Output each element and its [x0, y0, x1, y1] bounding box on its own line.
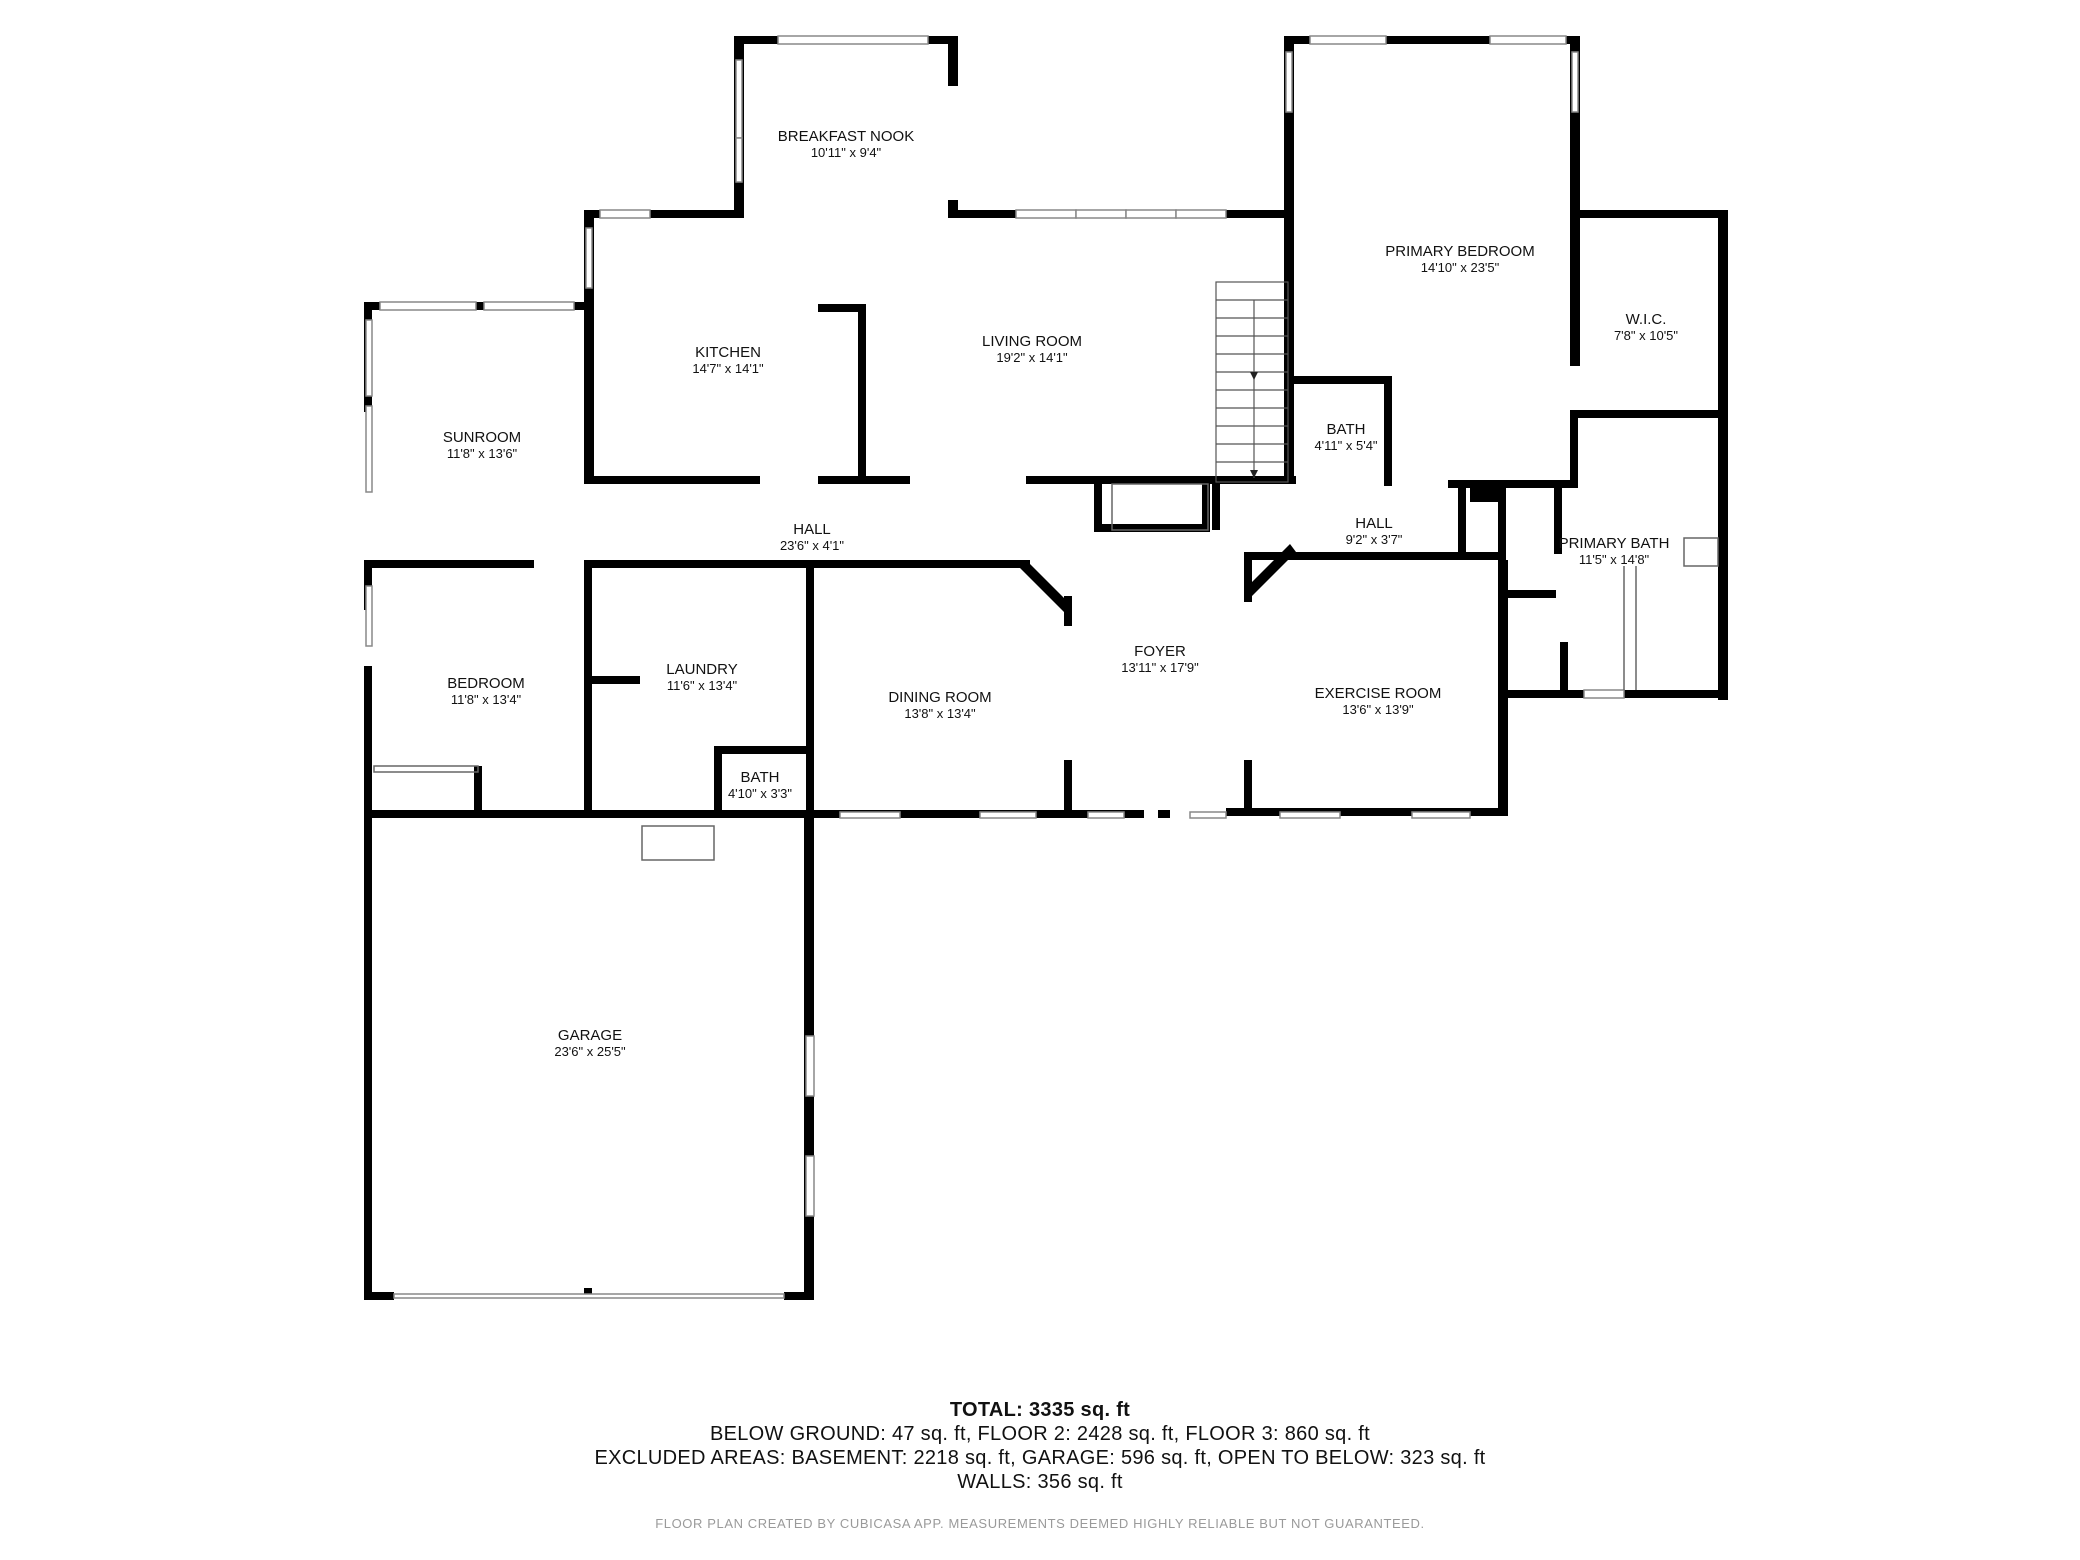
staircase	[1215, 281, 1289, 483]
diagonal-walls	[1020, 544, 1296, 612]
lower-bath-dims: 4'10" x 3'3"	[728, 786, 792, 801]
primary-bath-name: PRIMARY BATH	[1559, 535, 1670, 552]
dining-room-name: DINING ROOM	[888, 689, 991, 706]
bedroom-name: BEDROOM	[447, 675, 525, 692]
main-hall-name: HALL	[793, 521, 831, 538]
windows	[365, 35, 1625, 1299]
walls-area: WALLS: 356 sq. ft	[957, 1471, 1123, 1493]
bedroom-dims: 11'8" x 13'4"	[451, 692, 522, 707]
garage-dims: 23'6" x 25'5"	[554, 1044, 626, 1059]
excluded-areas: EXCLUDED AREAS: BASEMENT: 2218 sq. ft, G…	[594, 1447, 1486, 1469]
lower-bath-name: BATH	[741, 769, 780, 786]
exercise-room-name: EXERCISE ROOM	[1315, 685, 1442, 702]
upper-bath-name: BATH	[1327, 421, 1366, 438]
total-area: TOTAL: 3335 sq. ft	[949, 1399, 1131, 1421]
garage-name: GARAGE	[558, 1027, 622, 1044]
dining-room-dims: 13'8" x 13'4"	[904, 706, 976, 721]
area-summary: TOTAL: 3335 sq. ft BELOW GROUND: 47 sq. …	[0, 1398, 2080, 1494]
room-labels: BREAKFAST NOOK 10'11" x 9'4" PRIMARY BED…	[443, 128, 1679, 1059]
sunroom-name: SUNROOM	[443, 429, 521, 446]
disclaimer: FLOOR PLAN CREATED BY CUBICASA APP. MEAS…	[655, 1516, 1425, 1531]
living-room-dims: 19'2" x 14'1"	[996, 350, 1068, 365]
walls	[364, 36, 1728, 1300]
east-hall-dims: 9'2" x 3'7"	[1346, 532, 1403, 547]
wic-name: W.I.C.	[1626, 311, 1667, 328]
breakfast-nook-name: BREAKFAST NOOK	[778, 128, 914, 145]
wic-dims: 7'8" x 10'5"	[1614, 328, 1678, 343]
upper-bath-dims: 4'11" x 5'4"	[1314, 438, 1377, 453]
kitchen-dims: 14'7" x 14'1"	[692, 361, 764, 376]
living-room-name: LIVING ROOM	[982, 333, 1082, 350]
laundry-dims: 11'6" x 13'4"	[667, 678, 738, 693]
east-hall-name: HALL	[1355, 515, 1393, 532]
kitchen-name: KITCHEN	[695, 344, 761, 361]
sunroom-dims: 11'8" x 13'6"	[447, 446, 518, 461]
primary-bedroom-dims: 14'10" x 23'5"	[1421, 260, 1500, 275]
primary-bedroom-name: PRIMARY BEDROOM	[1385, 243, 1534, 260]
primary-bath-dims: 11'5" x 14'8"	[1579, 552, 1650, 567]
laundry-name: LAUNDRY	[666, 661, 737, 678]
main-hall-dims: 23'6" x 4'1"	[780, 538, 844, 553]
foyer-dims: 13'11" x 17'9"	[1121, 660, 1199, 675]
floor-areas: BELOW GROUND: 47 sq. ft, FLOOR 2: 2428 s…	[709, 1423, 1371, 1445]
foyer-name: FOYER	[1134, 643, 1186, 660]
exercise-room-dims: 13'6" x 13'9"	[1342, 702, 1414, 717]
fixtures	[373, 483, 1719, 861]
breakfast-nook-dims: 10'11" x 9'4"	[811, 145, 882, 160]
